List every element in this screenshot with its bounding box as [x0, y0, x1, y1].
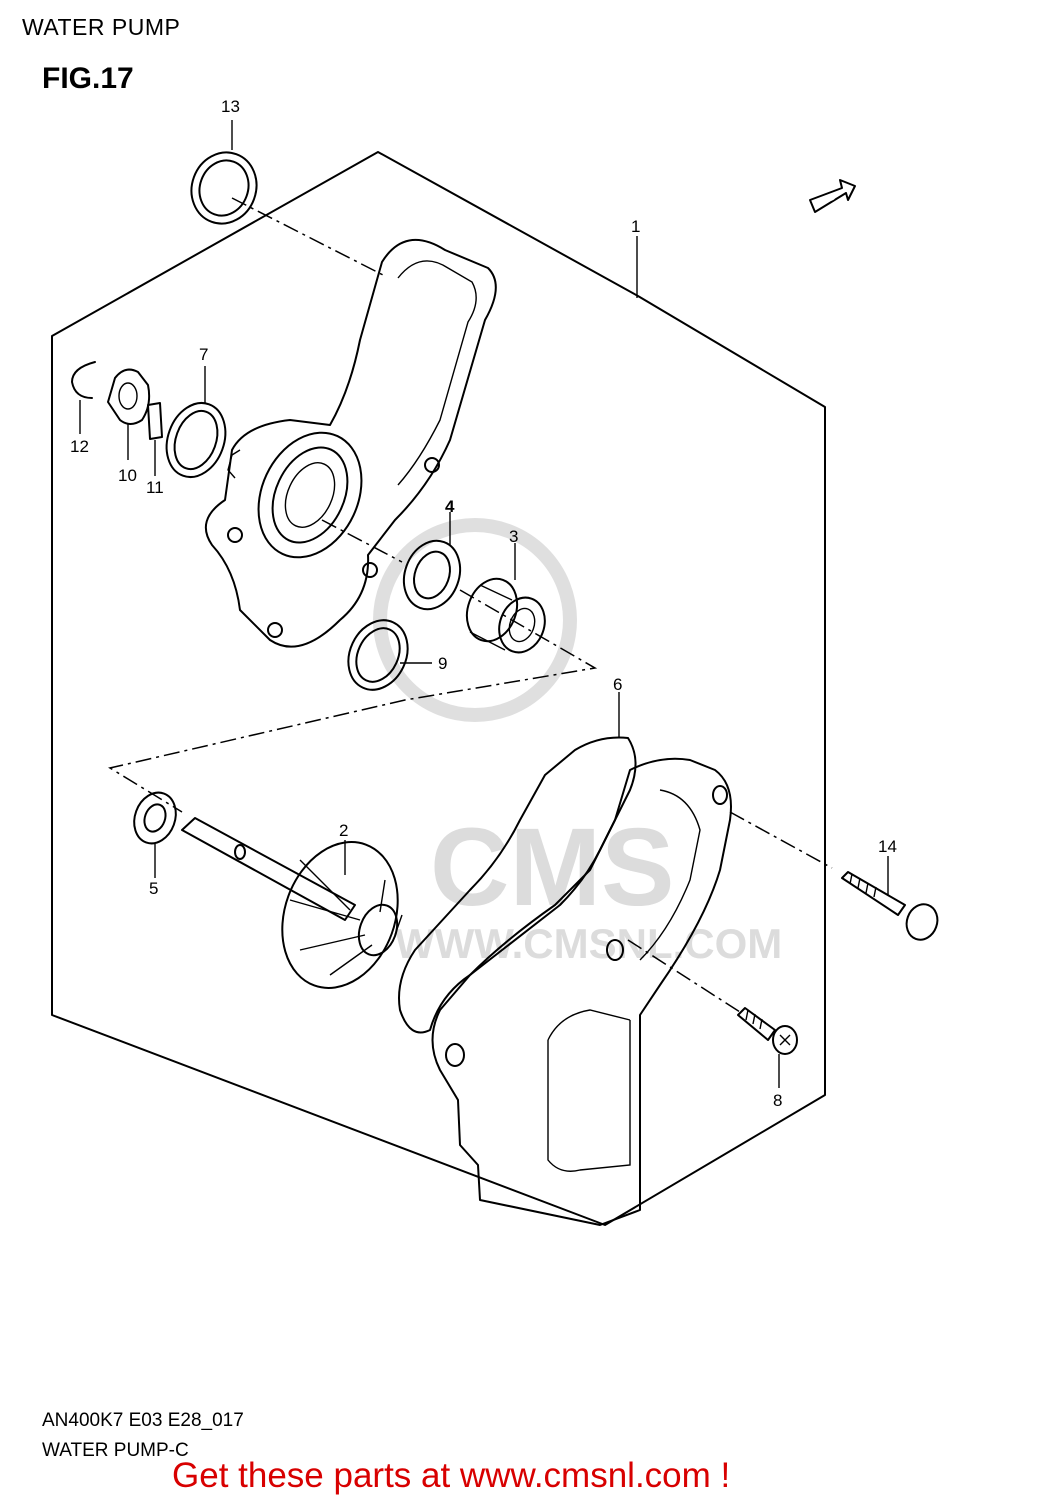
callout-14: 14	[878, 837, 897, 856]
callout-2: 2	[339, 821, 348, 840]
screw-8	[737, 1007, 798, 1055]
callout-9: 9	[438, 654, 447, 673]
assembly-outline	[51, 151, 826, 1226]
gasket-6	[398, 736, 637, 1034]
callout-7: 7	[199, 345, 208, 364]
assembly-line-13	[231, 197, 386, 277]
figure-label: FIG.17	[42, 62, 134, 95]
e-ring-12	[71, 361, 96, 399]
callout-12: 12	[70, 437, 89, 456]
assembly-line-shaft	[108, 589, 598, 813]
callout-11: 11	[146, 478, 164, 497]
pump-case	[204, 238, 497, 648]
o-ring-7	[165, 402, 227, 478]
bolt-14	[841, 871, 939, 941]
bearing-housing-10	[107, 368, 151, 425]
o-ring-9	[347, 619, 409, 691]
watermark-brand: CMS	[430, 806, 674, 929]
pin-11	[147, 402, 163, 440]
fwd-arrow-icon: FWD	[809, 179, 856, 213]
washer-5	[133, 791, 177, 845]
callout-3: 3	[509, 527, 518, 546]
callout-1: 1	[631, 217, 640, 236]
assembly-line-4	[321, 519, 403, 563]
impeller-2	[181, 817, 403, 989]
o-ring-13	[190, 151, 258, 225]
diagram-subtitle: WATER PUMP-C	[42, 1440, 189, 1461]
section-title: WATER PUMP	[22, 14, 181, 40]
leader-lines	[79, 120, 889, 1088]
callout-4: 4	[445, 497, 455, 516]
watermark-mascot-icon	[373, 518, 577, 722]
pump-cover	[431, 757, 732, 1226]
diagram-code: AN400K7 E03 E28_017	[42, 1410, 244, 1431]
callout-6: 6	[613, 675, 622, 694]
promo-link[interactable]: Get these parts at www.cmsnl.com !	[172, 1456, 731, 1495]
oil-seal-4	[402, 539, 462, 611]
callout-8: 8	[773, 1091, 782, 1110]
mechanical-seal-3	[465, 577, 546, 654]
callout-10: 10	[118, 466, 137, 485]
callout-5: 5	[149, 879, 158, 898]
callout-13: 13	[221, 97, 240, 116]
watermark-url: WWW.CMSNL.COM	[395, 920, 782, 967]
assembly-line-14	[729, 811, 833, 869]
fwd-label: FWD	[813, 191, 838, 211]
